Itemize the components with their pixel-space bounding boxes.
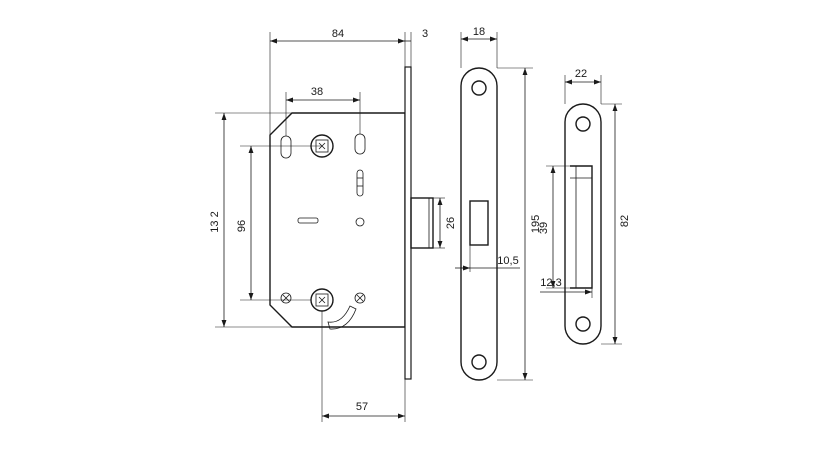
- label-strike-opening: 39: [538, 222, 550, 234]
- strike-plate-view: 22 82 39 12,3: [538, 68, 631, 345]
- latch-bolt: [410, 197, 434, 249]
- label-faceplate-length: 195: [530, 215, 542, 233]
- lower-right-screw: [354, 292, 366, 304]
- label-strike-width: 22: [575, 68, 587, 80]
- faceplate-latch-opening: [469, 200, 489, 246]
- mid-hole: [355, 217, 365, 227]
- label-spindle-follower: 38: [311, 86, 323, 98]
- strike-bottom-hole: [575, 316, 591, 332]
- label-strike-offset: 12,3: [540, 277, 561, 289]
- curved-slot: [327, 305, 357, 330]
- faceplate-bottom-hole: [471, 354, 487, 370]
- keyhole-slot: [297, 217, 319, 224]
- strike-outline: [564, 103, 602, 345]
- label-latch-offset: 10,5: [497, 255, 518, 267]
- label-backset: 57: [356, 401, 368, 413]
- vertical-slot: [356, 169, 364, 197]
- faceplate-top-hole: [471, 80, 487, 96]
- label-lock-depth: 84: [332, 28, 344, 40]
- upper-left-slot: [280, 135, 292, 159]
- label-latch-height: 26: [445, 217, 457, 229]
- lock-body-view: 84 3 38 13 2 96 26 57: [209, 28, 457, 422]
- lower-left-screw: [280, 292, 292, 304]
- label-faceplate-thickness: 3: [422, 28, 428, 40]
- label-lock-height: 13 2: [209, 211, 221, 232]
- faceplate-outline: [460, 67, 498, 381]
- label-strike-length: 82: [619, 215, 631, 227]
- upper-right-slot: [354, 133, 366, 155]
- faceplate-front-view: 18 195 10,5: [455, 26, 542, 381]
- label-faceplate-width: 18: [473, 26, 485, 38]
- strike-opening: [570, 165, 593, 289]
- strike-top-hole: [575, 116, 591, 132]
- lower-spindle: [310, 288, 334, 312]
- label-fixing-centres: 96: [236, 220, 248, 232]
- lock-faceplate: [404, 66, 412, 380]
